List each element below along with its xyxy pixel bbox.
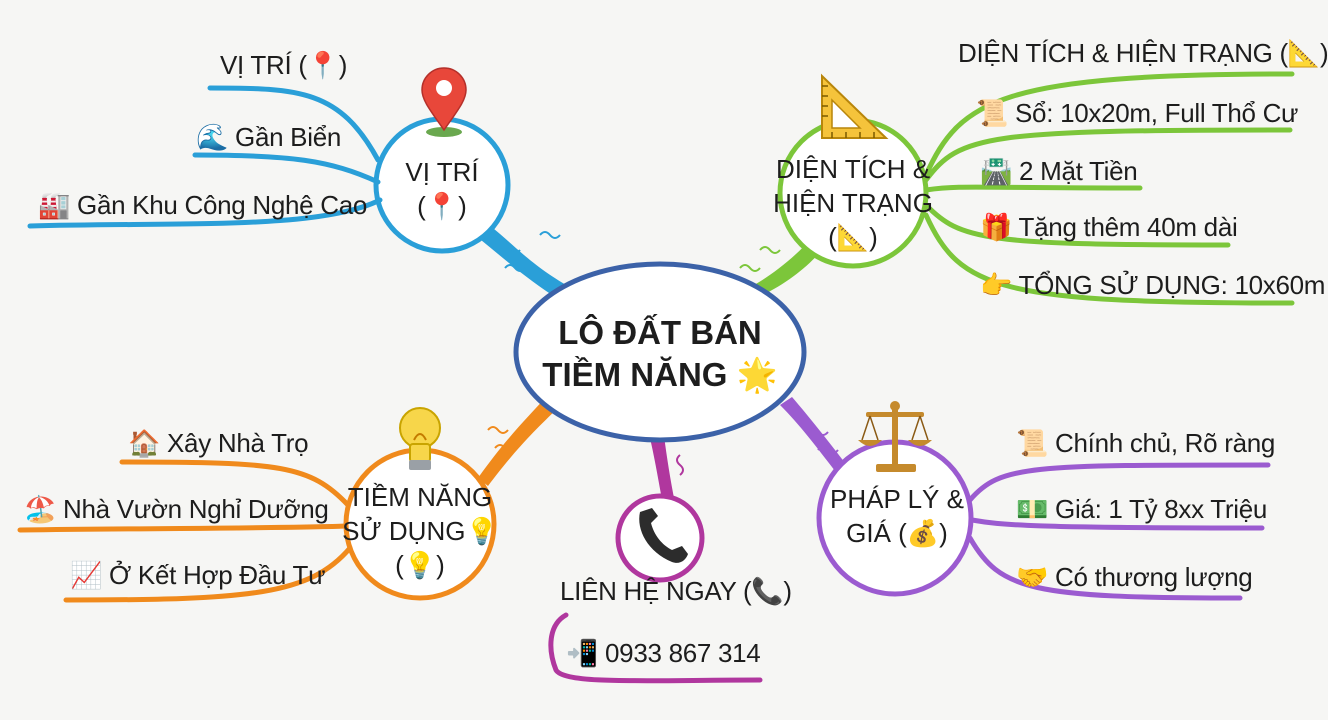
location-hub-line2: (📍) <box>417 191 467 221</box>
potential-item-1: 🏠 Xây Nhà Trọ <box>128 428 309 458</box>
potential-item-2-label: Nhà Vườn Nghỉ Dưỡng <box>63 494 329 524</box>
beach-umbrella-icon: 🏖️ <box>24 494 57 524</box>
area-item-1: 📜 Sổ: 10x20m, Full Thổ Cư <box>976 98 1298 128</box>
area-hub-line1: DIỆN TÍCH & <box>775 154 931 184</box>
balance-scale-icon <box>858 401 932 472</box>
contact-hub-circle <box>615 493 705 583</box>
pointing-hand-icon: 👉 <box>980 270 1013 300</box>
wave-icon: 🌊 <box>196 122 229 152</box>
center-title-line2: TIỀM NĂNG 🌟 <box>542 356 778 393</box>
location-item-1-label: Gần Biển <box>235 122 342 152</box>
location-item-2-label: Gần Khu Công Nghệ Cao <box>77 190 368 220</box>
location-branch-lines <box>27 85 383 229</box>
legal-item-3: 🤝 Có thương lượng <box>1016 562 1253 592</box>
scroll-icon: 📜 <box>1016 428 1049 458</box>
telephone-icon <box>639 508 688 563</box>
contact-header: LIÊN HỆ NGAY (📞) <box>560 576 792 606</box>
location-hub-label: VỊ TRÍ (📍) <box>382 155 502 223</box>
area-item-4-label: TỔNG SỬ DỤNG: 10x60m <box>1018 270 1326 300</box>
area-item-2: 🛣️ 2 Mặt Tiền <box>980 156 1138 186</box>
map-pin-icon <box>421 67 467 137</box>
area-item-3-label: Tặng thêm 40m dài <box>1018 212 1238 242</box>
legal-hub-label: PHÁP LÝ & GIÁ (💰) <box>822 482 972 550</box>
potential-hub-line2: SỬ DỤNG💡 <box>342 516 498 546</box>
legal-item-3-label: Có thương lượng <box>1055 562 1253 592</box>
area-branch-lines <box>923 71 1295 306</box>
mobile-phone-arrow-icon: 📲 <box>566 638 599 668</box>
set-square-icon <box>821 73 889 139</box>
legal-hub-line2: GIÁ (💰) <box>846 518 948 548</box>
location-item-1: 🌊 Gần Biển <box>196 122 341 152</box>
area-item-4: 👉 TỔNG SỬ DỤNG: 10x60m <box>980 270 1325 300</box>
light-bulb-icon <box>399 407 441 470</box>
potential-branch-lines <box>17 459 353 603</box>
potential-item-3-label: Ở Kết Hợp Đầu Tư <box>109 560 326 590</box>
location-header: VỊ TRÍ (📍) <box>220 50 348 80</box>
chart-increasing-icon: 📈 <box>70 560 103 590</box>
center-node <box>513 261 807 443</box>
connector-area <box>745 238 822 300</box>
area-item-3: 🎁 Tặng thêm 40m dài <box>980 212 1238 242</box>
contact-phone-number[interactable]: 0933 867 314 <box>605 638 761 668</box>
center-title-line1: LÔ ĐẤT BÁN <box>558 314 762 351</box>
contact-branch-line <box>548 612 763 684</box>
center-title: LÔ ĐẤT BÁN TIỀM NĂNG 🌟 <box>520 312 800 396</box>
area-item-2-label: 2 Mặt Tiền <box>1019 156 1138 186</box>
area-hub-label: DIỆN TÍCH & HIỆN TRẠNG (📐) <box>773 152 933 254</box>
area-item-1-label: Sổ: 10x20m, Full Thổ Cư <box>1015 98 1299 128</box>
house-icon: 🏠 <box>128 428 161 458</box>
road-icon: 🛣️ <box>980 156 1013 186</box>
scroll-icon: 📜 <box>976 98 1009 128</box>
area-hub-line3: (📐) <box>828 222 878 252</box>
connector-legal <box>780 397 852 480</box>
handshake-icon: 🤝 <box>1016 562 1049 592</box>
squiggle-decorations <box>487 231 839 476</box>
gift-icon: 🎁 <box>980 212 1013 242</box>
area-header: DIỆN TÍCH & HIỆN TRẠNG (📐) <box>958 38 1328 68</box>
legal-item-1: 📜 Chính chủ, Rõ ràng <box>1016 428 1275 458</box>
potential-hub-line3: (💡) <box>395 550 445 580</box>
legal-item-2: 💵 Giá: 1 Tỷ 8xx Triệu <box>1016 494 1267 524</box>
connector-potential <box>478 395 558 486</box>
factory-icon: 🏭 <box>38 190 71 220</box>
potential-item-2: 🏖️ Nhà Vườn Nghỉ Dưỡng <box>24 494 329 524</box>
location-hub-line1: VỊ TRÍ <box>405 157 479 187</box>
potential-item-1-label: Xây Nhà Trọ <box>167 428 309 458</box>
connector-location <box>462 212 575 300</box>
legal-hub-line1: PHÁP LÝ & <box>830 484 964 514</box>
contact-phone[interactable]: 📲 0933 867 314 <box>566 638 761 668</box>
potential-hub-line1: TIỀM NĂNG <box>347 482 493 512</box>
area-hub-line2: HIỆN TRẠNG <box>773 188 933 218</box>
potential-item-3: 📈 Ở Kết Hợp Đầu Tư <box>70 560 326 590</box>
legal-item-2-label: Giá: 1 Tỷ 8xx Triệu <box>1055 494 1268 524</box>
legal-branch-lines <box>967 462 1271 601</box>
connector-contact <box>650 436 675 505</box>
potential-hub-label: TIỀM NĂNG SỬ DỤNG💡 (💡) <box>340 480 500 582</box>
location-item-2: 🏭 Gần Khu Công Nghệ Cao <box>38 190 367 220</box>
dollar-banknote-icon: 💵 <box>1016 494 1049 524</box>
legal-item-1-label: Chính chủ, Rõ ràng <box>1055 428 1276 458</box>
